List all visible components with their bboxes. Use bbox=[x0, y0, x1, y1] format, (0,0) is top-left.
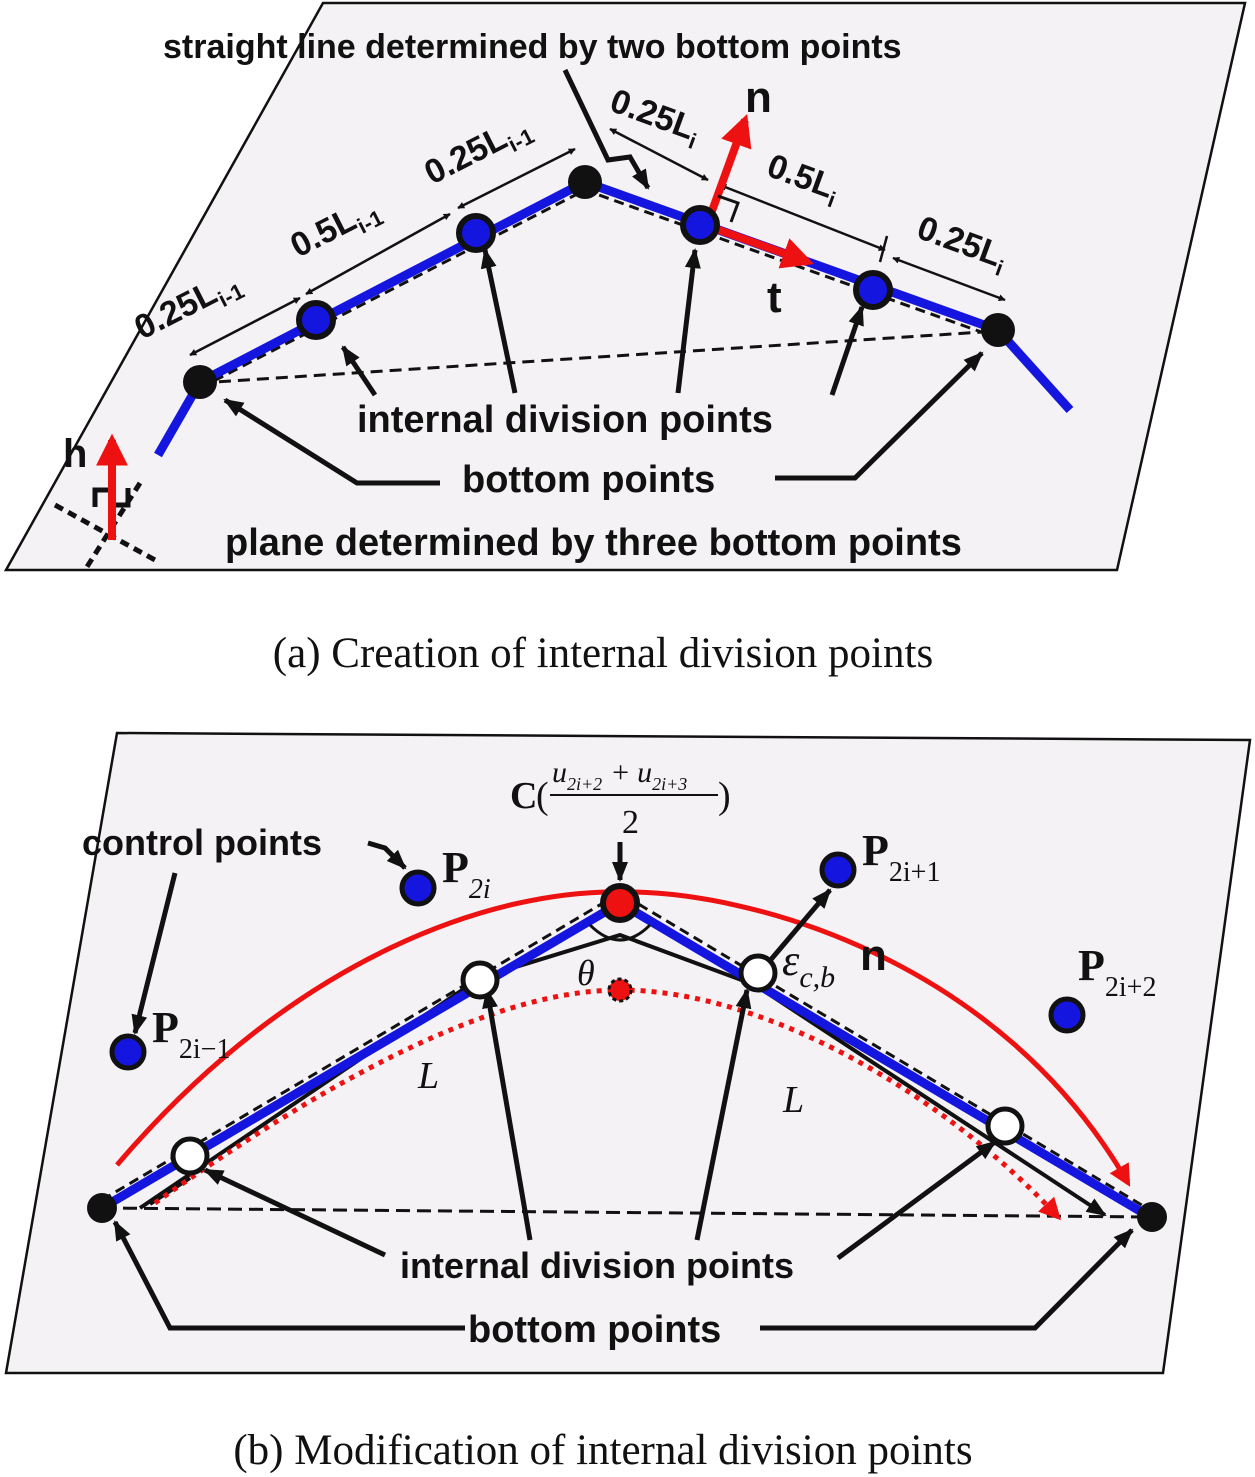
plane-label-a: plane determined by three bottom points bbox=[225, 522, 962, 564]
internal-division-point bbox=[460, 960, 500, 1000]
points-a bbox=[183, 165, 1015, 399]
bottom-points-label-a: bottom points bbox=[462, 459, 715, 501]
control-point-p2i-1 bbox=[109, 1033, 147, 1071]
t-vector-icon bbox=[703, 221, 815, 269]
theta-arc bbox=[588, 923, 652, 942]
internal-division-point bbox=[853, 270, 893, 310]
straight-line-label: straight line determined by two bottom p… bbox=[163, 28, 902, 66]
bottom-point bbox=[183, 365, 217, 399]
formula-close: ) bbox=[718, 775, 731, 817]
theta-label: θ bbox=[577, 953, 595, 993]
nt-right-angle bbox=[717, 194, 740, 223]
plane-a bbox=[3, 1, 1247, 572]
leaders-a bbox=[223, 248, 984, 486]
formula-open: ( bbox=[536, 775, 549, 817]
control-points-label: control points bbox=[82, 822, 322, 863]
epsilon-label: εc,b bbox=[782, 936, 835, 994]
plane-b bbox=[4, 731, 1252, 1375]
P2i-label: P2i bbox=[442, 843, 491, 905]
formula-c: C ( u2i+2+u2i+3 2 ) bbox=[510, 756, 731, 841]
internal-division-point bbox=[680, 205, 720, 245]
points-b bbox=[87, 851, 1167, 1232]
control-point-p2i+1 bbox=[819, 851, 857, 889]
panel-b: θ L L εc,b n bbox=[4, 731, 1252, 1375]
caption-a: (a) Creation of internal division points bbox=[273, 630, 933, 677]
t-label-a: t bbox=[767, 273, 782, 322]
straight-line-leader bbox=[562, 68, 651, 190]
n-vector-icon bbox=[704, 113, 752, 224]
internal-division-label-b: internal division points bbox=[400, 1245, 794, 1286]
bottom-point bbox=[981, 313, 1015, 347]
h-label: h bbox=[63, 432, 87, 476]
formula-C: C bbox=[510, 775, 537, 817]
internal-division-point bbox=[738, 953, 778, 993]
curve-midpoint bbox=[600, 883, 640, 923]
bottom-point bbox=[1137, 1202, 1167, 1232]
bottom-points-label-b: bottom points bbox=[468, 1309, 721, 1351]
panel-a: h 0.25Li-1 0.5Li-1 0.25Li-1 0.25Li 0.5Li… bbox=[3, 1, 1247, 572]
L-label-left: L bbox=[417, 1055, 439, 1097]
leaders-b bbox=[112, 840, 1134, 1331]
bottom-point bbox=[87, 1193, 117, 1223]
formula-den: 2 bbox=[622, 804, 639, 841]
control-point-p2i bbox=[399, 869, 437, 907]
control-point-p2i+2 bbox=[1048, 996, 1086, 1034]
P2i+2-label: P2i+2 bbox=[1078, 941, 1156, 1003]
n-label-a: n bbox=[745, 73, 772, 122]
internal-division-label-a: internal division points bbox=[357, 399, 773, 441]
formula-numerator: u2i+2+u2i+3 bbox=[552, 756, 687, 794]
bottom-point bbox=[568, 165, 602, 199]
dimension-arrows bbox=[189, 127, 1006, 357]
internal-division-point bbox=[985, 1106, 1025, 1146]
n-label-b: n bbox=[860, 931, 887, 980]
internal-division-point bbox=[170, 1136, 210, 1176]
internal-division-point bbox=[456, 213, 496, 253]
P2i+1-label: P2i+1 bbox=[862, 826, 940, 888]
L-label-right: L bbox=[782, 1079, 804, 1121]
chord-dashed-b bbox=[101, 1206, 1151, 1219]
caption-b: (b) Modification of internal division po… bbox=[233, 1427, 972, 1474]
chord-dashed-a bbox=[199, 329, 999, 385]
projected-point bbox=[607, 977, 633, 1003]
internal-division-point bbox=[296, 300, 336, 340]
P2i-1-label: P2i−1 bbox=[152, 1003, 230, 1065]
polyline-dashed-b bbox=[101, 891, 1151, 1212]
